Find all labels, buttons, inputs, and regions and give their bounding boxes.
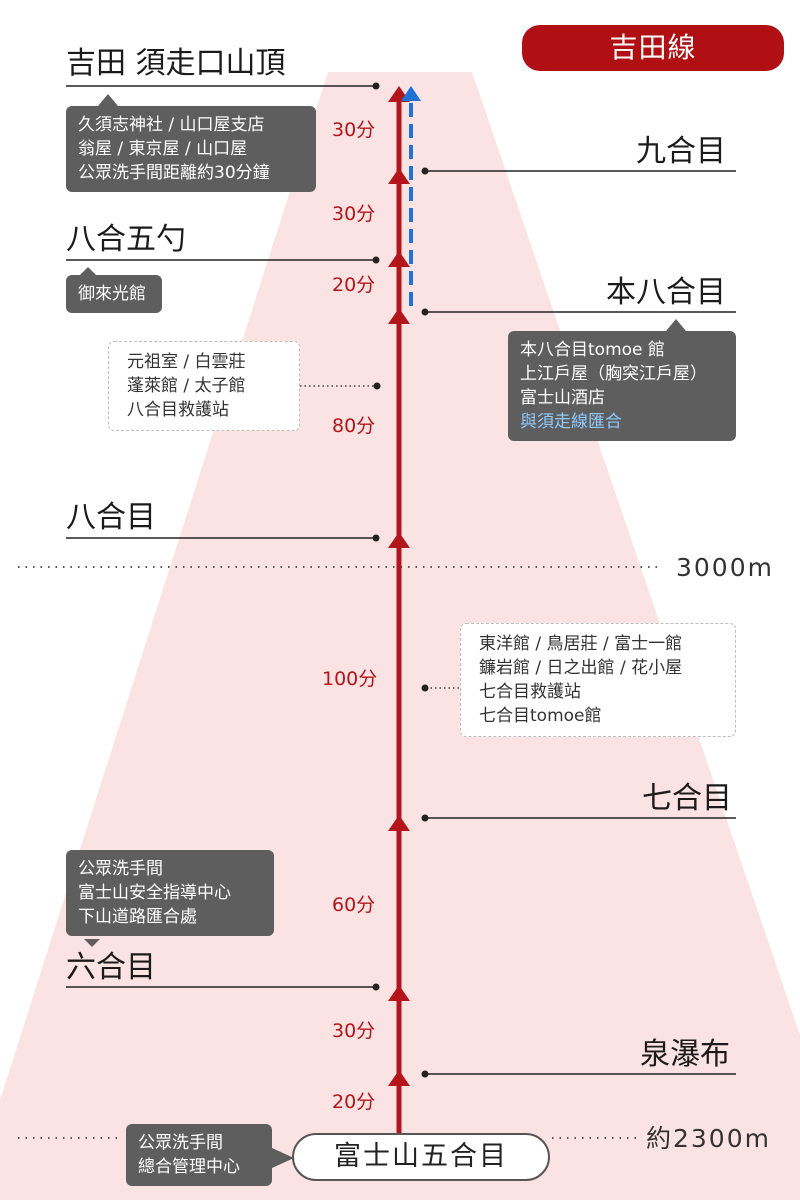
station-hachigome: 八合目: [66, 500, 156, 535]
summit-facilities-box: 久須志神社 / 山口屋支店 翁屋 / 東京屋 / 山口屋 公眾洗手間距離約30分…: [66, 106, 316, 192]
facility-item: 公眾洗手間: [138, 1133, 223, 1153]
between-8-facilities-box: 元祖室 / 白雲莊 蓬萊館 / 太子館 八合目救護站: [108, 341, 300, 431]
time-label: 20分: [332, 274, 376, 296]
altitude-3000: 3000m: [676, 553, 774, 582]
facility-item: 鐮岩館 / 日之出館 / 花小屋: [479, 658, 683, 678]
hachigo-goshaku-box-pointer: [80, 267, 96, 275]
hachigo-goshaku-facilities-box: 御來光館: [66, 275, 162, 313]
facility-item: 七合目救護站: [479, 682, 581, 702]
hon-hachigome-box-pointer: [666, 319, 686, 331]
station-hon-hachigome: 本八合目: [606, 275, 726, 310]
facility-item: 公眾洗手間: [78, 859, 163, 879]
time-label: 30分: [332, 203, 376, 225]
station-nanagome: 七合目: [642, 781, 732, 816]
facility-item: 久須志神社 / 山口屋支店: [78, 115, 265, 135]
summit-box-pointer: [98, 94, 118, 106]
route-arrow-marker: [388, 168, 410, 184]
facility-item: 翁屋 / 東京屋 / 山口屋: [78, 139, 248, 159]
station-izumigataki: 泉瀑布: [640, 1037, 730, 1072]
time-label: 80分: [332, 415, 376, 437]
facility-item: 總合管理中心: [138, 1157, 240, 1177]
time-label: 30分: [332, 119, 376, 141]
station-gogome: 富士山五合目: [292, 1133, 550, 1181]
rokugome-box-pointer: [84, 939, 100, 947]
facility-item: 元祖室 / 白雲莊: [127, 352, 246, 372]
facility-item: 本八合目tomoe 館: [520, 340, 665, 360]
route-arrow-marker: [388, 1070, 410, 1086]
facility-item: 公眾洗手間距離約30分鐘: [78, 163, 270, 183]
route-arrow-marker: [388, 985, 410, 1001]
station-summit: 吉田 須走口山頂: [66, 46, 286, 81]
facility-item: 上江戶屋（胸突江戶屋）: [520, 364, 707, 384]
route-badge: 吉田線: [522, 25, 784, 71]
time-label: 100分: [322, 668, 378, 690]
seventh-facilities-box: 東洋館 / 鳥居莊 / 富士一館 鐮岩館 / 日之出館 / 花小屋 七合目救護站…: [460, 623, 736, 737]
station-hachigo-goshaku: 八合五勺: [66, 222, 186, 257]
time-label: 60分: [332, 894, 376, 916]
facility-item: 富士山安全指導中心: [78, 883, 231, 903]
route-arrow-marker: [388, 308, 410, 324]
descent-arrow-head: [401, 86, 421, 101]
station-kyugome: 九合目: [636, 134, 726, 169]
facility-item: 下山道路匯合處: [78, 907, 197, 927]
facility-item: 八合目救護站: [127, 400, 229, 420]
gogome-facilities-box: 公眾洗手間 總合管理中心: [126, 1124, 272, 1186]
facility-item: 蓬萊館 / 太子館: [127, 376, 246, 396]
facility-item: 御來光館: [78, 284, 146, 304]
rokugome-facilities-box: 公眾洗手間 富士山安全指導中心 下山道路匯合處: [66, 850, 274, 936]
route-arrow-marker: [388, 251, 410, 267]
altitude-2300: 約2300m: [646, 1124, 771, 1153]
subashiri-merge-note: 與須走線匯合: [520, 412, 622, 432]
route-arrow-marker: [388, 532, 410, 548]
facility-item: 七合目tomoe館: [479, 706, 602, 726]
route-arrow-marker: [388, 815, 410, 831]
station-rokugome: 六合目: [66, 950, 156, 985]
facility-item: 富士山酒店: [520, 388, 605, 408]
time-label: 30分: [332, 1020, 376, 1042]
facility-item: 東洋館 / 鳥居莊 / 富士一館: [479, 634, 683, 654]
hon-hachigome-facilities-box: 本八合目tomoe 館 上江戶屋（胸突江戶屋） 富士山酒店 與須走線匯合: [508, 331, 736, 441]
gogome-box-pointer: [272, 1148, 294, 1168]
time-label: 20分: [332, 1091, 376, 1113]
